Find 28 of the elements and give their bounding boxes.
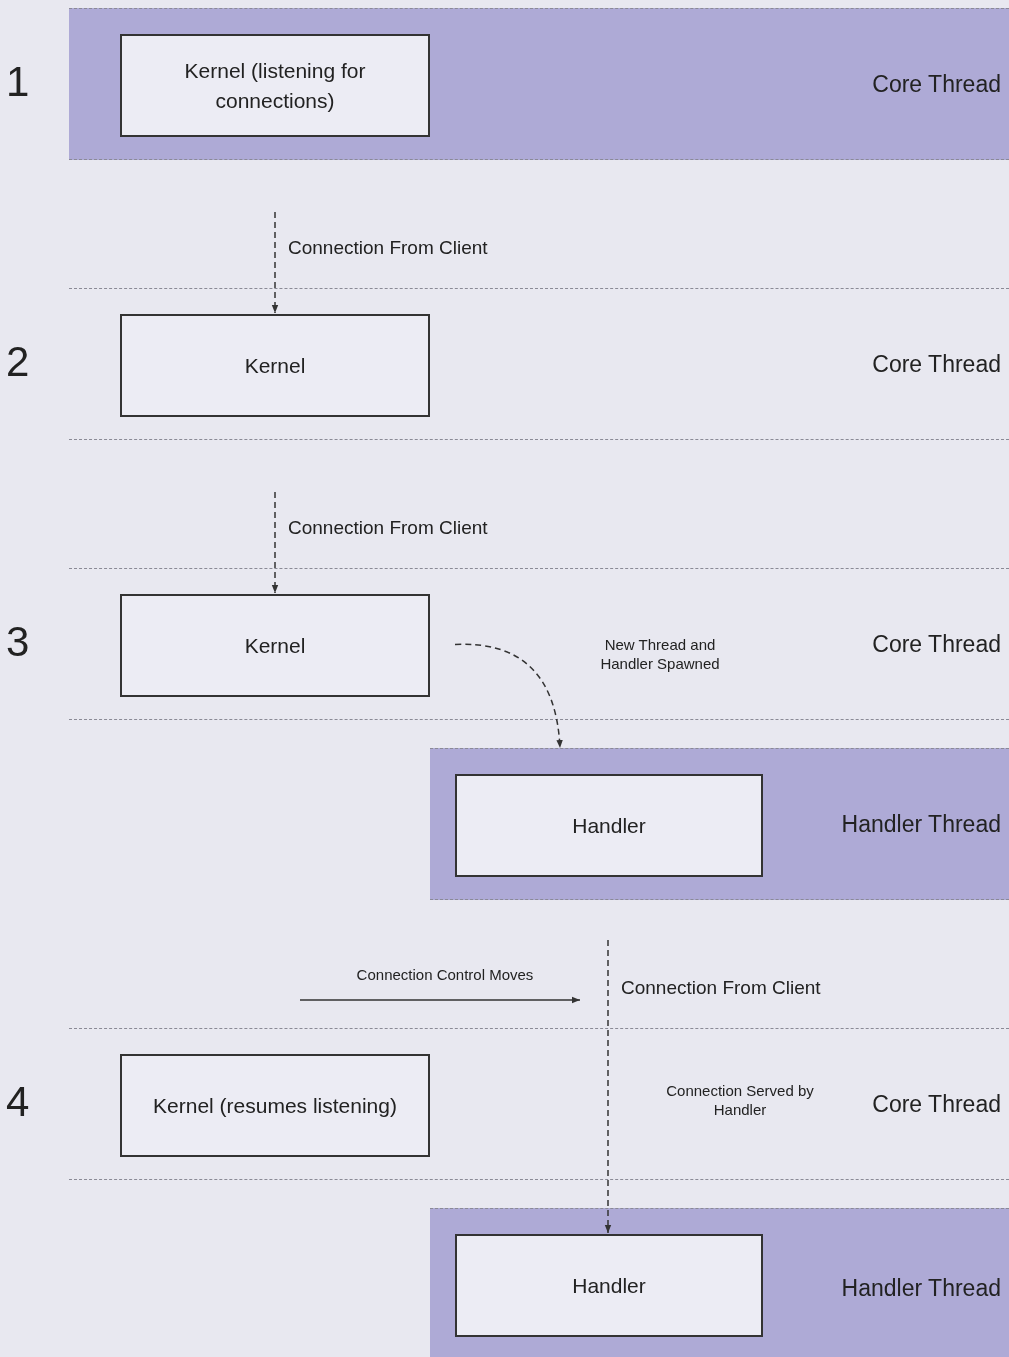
process-box: Kernel (resumes listening) xyxy=(120,1054,430,1157)
process-box: Kernel xyxy=(120,314,430,417)
thread-band xyxy=(430,748,1009,900)
step-number: 4 xyxy=(6,1077,31,1127)
process-box: Handler xyxy=(455,774,763,877)
thread-band xyxy=(69,8,1009,160)
thread-label: Core Thread xyxy=(872,629,1001,659)
connector-arrow xyxy=(271,211,279,314)
thread-label: Handler Thread xyxy=(841,1273,1001,1303)
thread-label: Core Thread xyxy=(872,1089,1001,1119)
step-number: 3 xyxy=(6,617,31,667)
process-box: Kernel xyxy=(120,594,430,697)
thread-label: Core Thread xyxy=(872,69,1001,99)
step-number: 1 xyxy=(6,57,31,107)
annotation-text: Connection Control Moves xyxy=(355,966,535,985)
connector-arrow xyxy=(271,491,279,594)
thread-band xyxy=(430,1208,1009,1357)
thread-row xyxy=(69,1028,1009,1180)
thread-label: Core Thread xyxy=(872,349,1001,379)
step-number: 2 xyxy=(6,337,31,387)
annotation-text: Connection Served by Handler xyxy=(665,1082,815,1120)
thread-row xyxy=(69,288,1009,440)
thread-label: Handler Thread xyxy=(841,809,1001,839)
process-box: Kernel (listening for connections) xyxy=(120,34,430,137)
process-box: Handler xyxy=(455,1234,763,1337)
connector-arrow xyxy=(454,643,563,749)
thread-row xyxy=(69,568,1009,720)
connector-arrow xyxy=(604,939,612,1234)
